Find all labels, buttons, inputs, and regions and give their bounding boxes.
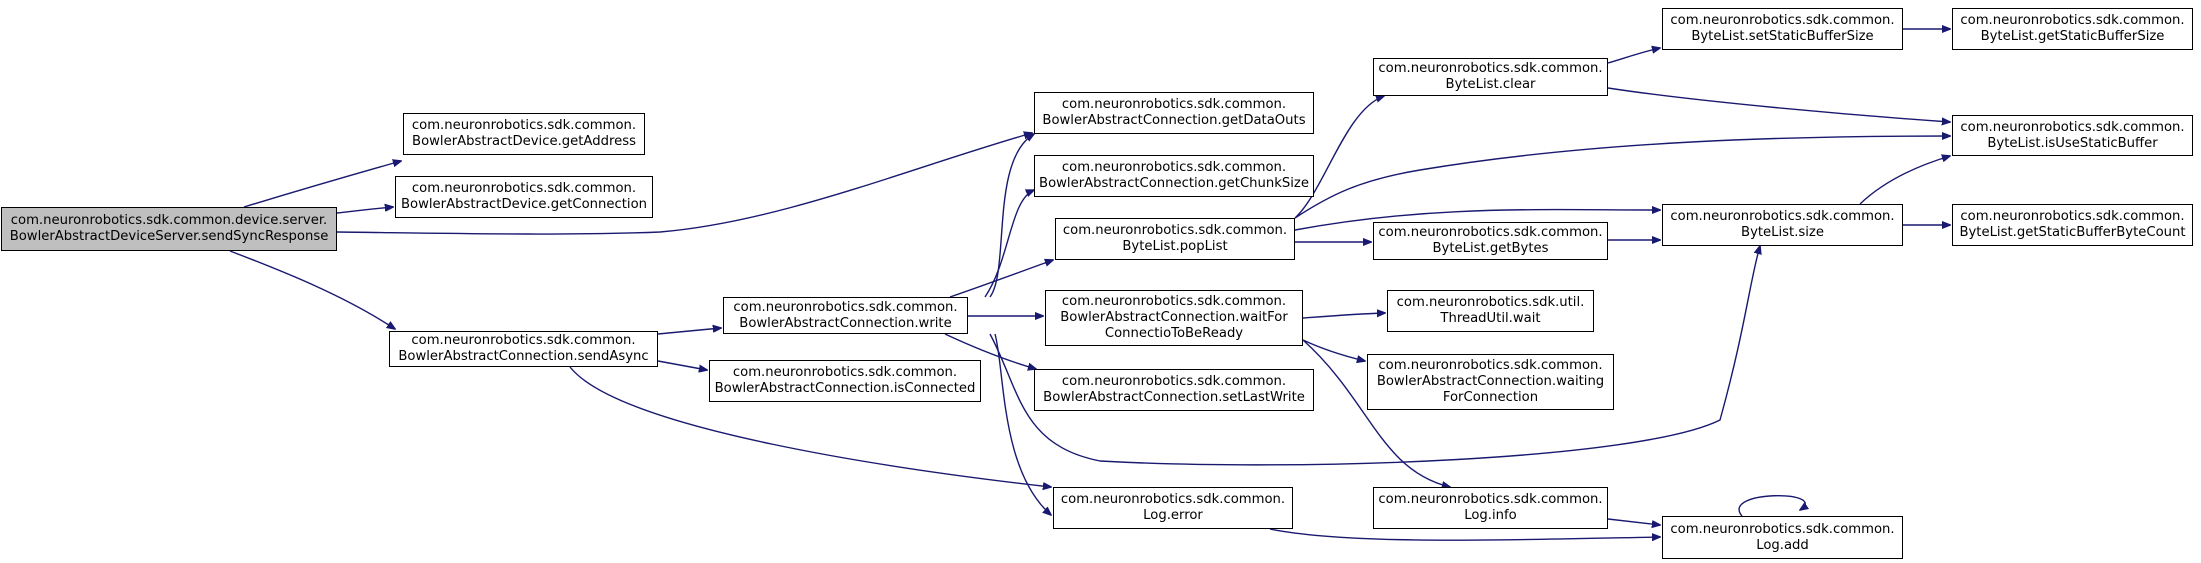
call-edge — [984, 190, 1034, 298]
call-edge — [336, 133, 1032, 235]
function-node[interactable]: com.neuronrobotics.sdk.common.ByteList.g… — [1952, 204, 2193, 246]
call-edge — [1607, 48, 1660, 64]
node-label-line: com.neuronrobotics.sdk.common.device.ser… — [10, 213, 328, 228]
call-edge — [1294, 96, 1384, 219]
function-node[interactable]: com.neuronrobotics.sdk.common.ByteList.g… — [1952, 8, 2193, 50]
function-node[interactable]: com.neuronrobotics.sdk.common.ByteList.c… — [1373, 58, 1608, 96]
node-label-line: BowlerAbstractConnection.waiting — [1376, 374, 1605, 389]
call-edge — [1738, 495, 1805, 517]
call-edge — [1269, 528, 1660, 540]
node-label-line: com.neuronrobotics.sdk.common. — [1062, 223, 1288, 238]
call-edge — [1294, 210, 1660, 231]
node-label-line: BowlerAbstractConnection.isConnected — [714, 381, 976, 396]
node-label-line: ByteList.clear — [1445, 77, 1536, 92]
node-label-line: com.neuronrobotics.sdk.common. — [411, 181, 637, 196]
node-label-line: ByteList.isUseStaticBuffer — [1987, 135, 2158, 151]
call-edge — [989, 134, 1034, 298]
root-function-node: com.neuronrobotics.sdk.common.device.ser… — [1, 207, 337, 251]
function-node[interactable]: com.neuronrobotics.sdk.common.BowlerAbst… — [403, 113, 645, 155]
call-edge — [949, 260, 1053, 298]
node-label-line: BowlerAbstractDeviceServer.sendSyncRespo… — [9, 229, 329, 244]
call-edge — [944, 333, 1036, 369]
call-edge — [1302, 339, 1365, 361]
node-label-line: ByteList.getStaticBufferSize — [1980, 29, 2165, 44]
node-label-line: ByteList.getBytes — [1432, 241, 1549, 256]
node-label-line: com.neuronrobotics.sdk.common. — [1061, 97, 1287, 112]
node-label-line: ByteList.size — [1741, 225, 1824, 240]
node-label-line: com.neuronrobotics.sdk.common. — [1378, 492, 1603, 507]
node-label-line: com.neuronrobotics.sdk.common. — [411, 118, 637, 133]
call-edge — [1294, 136, 1950, 219]
node-label-line: com.neuronrobotics.sdk.common. — [1378, 225, 1603, 240]
function-node[interactable]: com.neuronrobotics.sdk.common.ByteList.g… — [1373, 222, 1608, 260]
node-label-line: com.neuronrobotics.sdk.util. — [1396, 295, 1585, 310]
node-label-line: Log.error — [1143, 508, 1203, 523]
node-label-line: com.neuronrobotics.sdk.common. — [1061, 160, 1287, 175]
node-label-line: com.neuronrobotics.sdk.common. — [1670, 13, 1895, 28]
function-node[interactable]: com.neuronrobotics.sdk.util.ThreadUtil.w… — [1387, 290, 1594, 332]
function-node[interactable]: com.neuronrobotics.sdk.common.BowlerAbst… — [1367, 354, 1614, 410]
call-edge — [1859, 156, 1950, 205]
function-node[interactable]: com.neuronrobotics.sdk.common.BowlerAbst… — [1034, 155, 1314, 197]
function-node[interactable]: com.neuronrobotics.sdk.common.Log.info — [1373, 487, 1608, 529]
function-node[interactable]: com.neuronrobotics.sdk.common.ByteList.s… — [1662, 204, 1903, 246]
call-edge — [569, 366, 1051, 487]
node-label-line: BowlerAbstractDevice.getConnection — [400, 197, 648, 212]
node-label-line: ByteList.getStaticBufferByteCount — [1959, 225, 2186, 240]
node-label-line: Log.add — [1756, 537, 1809, 553]
node-label-line: BowlerAbstractConnection.write — [739, 315, 952, 331]
node-label-line: ThreadUtil.wait — [1440, 311, 1541, 326]
function-node[interactable]: com.neuronrobotics.sdk.common.BowlerAbst… — [709, 360, 981, 402]
node-label-line: com.neuronrobotics.sdk.common. — [733, 299, 958, 315]
call-edge — [336, 207, 393, 214]
call-edge — [1607, 518, 1660, 525]
node-label-line: com.neuronrobotics.sdk.common. — [1378, 358, 1603, 373]
node-label-line: com.neuronrobotics.sdk.common. — [1061, 374, 1287, 389]
function-node[interactable]: com.neuronrobotics.sdk.common.BowlerAbst… — [1045, 290, 1303, 346]
function-node[interactable]: com.neuronrobotics.sdk.common.ByteList.s… — [1662, 8, 1903, 50]
call-edge — [989, 246, 1760, 466]
function-node[interactable]: com.neuronrobotics.sdk.common.BowlerAbst… — [723, 297, 968, 334]
function-node[interactable]: com.neuronrobotics.sdk.common.BowlerAbst… — [395, 176, 653, 218]
node-label-line: com.neuronrobotics.sdk.common. — [1960, 13, 2185, 28]
node-label-line: com.neuronrobotics.sdk.common. — [1960, 209, 2185, 224]
node-label-line: com.neuronrobotics.sdk.common. — [1960, 119, 2185, 135]
function-node[interactable]: com.neuronrobotics.sdk.common.Log.add — [1662, 516, 1903, 559]
node-label-line: com.neuronrobotics.sdk.common. — [1060, 492, 1286, 507]
function-node[interactable]: com.neuronrobotics.sdk.common.ByteList.p… — [1055, 218, 1295, 260]
node-label-line: BowlerAbstractConnection.setLastWrite — [1043, 390, 1305, 405]
call-edge — [657, 328, 721, 335]
node-label-line: ConnectioToBeReady — [1104, 326, 1244, 341]
call-edge — [1302, 313, 1385, 319]
node-label-line: com.neuronrobotics.sdk.common. — [1061, 294, 1287, 309]
node-label-line: ForConnection — [1442, 390, 1539, 405]
function-node[interactable]: com.neuronrobotics.sdk.common.BowlerAbst… — [1034, 369, 1314, 411]
node-label-line: BowlerAbstractConnection.getDataOuts — [1042, 113, 1306, 128]
node-label-line: com.neuronrobotics.sdk.common. — [1670, 521, 1895, 537]
call-edge — [1302, 339, 1450, 487]
node-label-line: Log.info — [1464, 508, 1517, 523]
node-label-line: BowlerAbstractConnection.waitFor — [1060, 310, 1288, 325]
node-label-line: com.neuronrobotics.sdk.common. — [1670, 209, 1895, 224]
node-label-line: BowlerAbstractConnection.getChunkSize — [1039, 176, 1309, 191]
node-label-line: com.neuronrobotics.sdk.common. — [411, 333, 636, 348]
call-edge — [229, 250, 395, 329]
node-label-line: BowlerAbstractConnection.sendAsync — [398, 349, 649, 364]
call-edge — [657, 360, 707, 370]
node-label-line: BowlerAbstractDevice.getAddress — [412, 134, 636, 149]
function-node[interactable]: com.neuronrobotics.sdk.common.BowlerAbst… — [1034, 92, 1314, 134]
call-edge — [1607, 87, 1950, 122]
function-node[interactable]: com.neuronrobotics.sdk.common.ByteList.i… — [1952, 115, 2193, 156]
node-label-line: com.neuronrobotics.sdk.common. — [732, 365, 958, 380]
node-label-line: ByteList.setStaticBufferSize — [1691, 29, 1874, 44]
node-label-line: ByteList.popList — [1122, 239, 1228, 254]
function-node[interactable]: com.neuronrobotics.sdk.common.Log.error — [1053, 487, 1293, 529]
node-label-line: com.neuronrobotics.sdk.common. — [1378, 61, 1603, 76]
function-node[interactable]: com.neuronrobotics.sdk.common.BowlerAbst… — [389, 331, 658, 367]
call-edge — [243, 161, 401, 208]
